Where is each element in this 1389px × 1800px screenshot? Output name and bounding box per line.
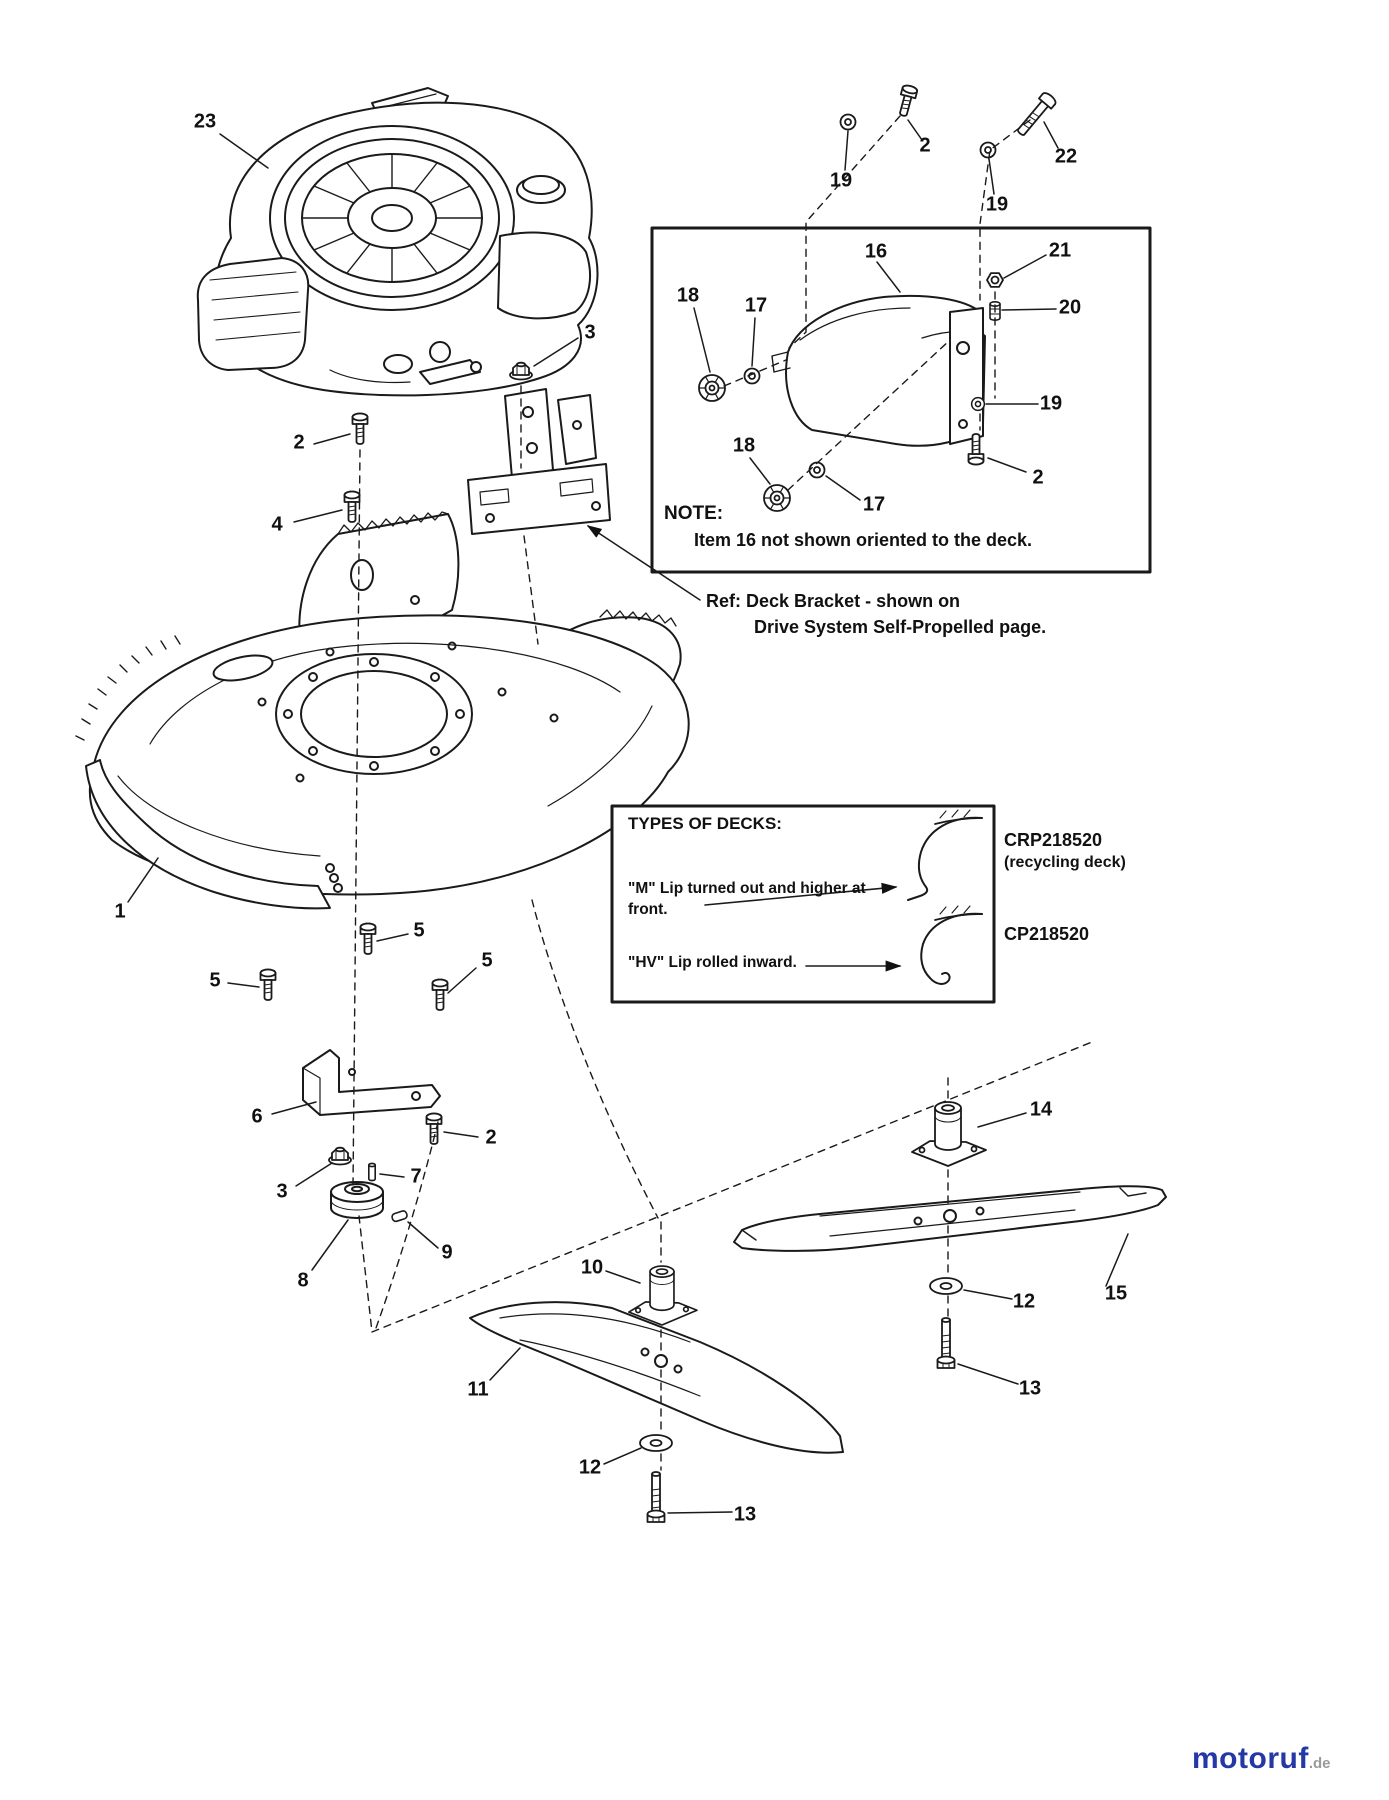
callout-2-15: 2 <box>293 431 305 454</box>
watermark-tld: .de <box>1308 1755 1331 1772</box>
callout-20-9: 20 <box>1058 296 1082 319</box>
callout-18-7: 18 <box>676 284 700 307</box>
callout-5-18: 5 <box>413 919 425 942</box>
note-title: NOTE: <box>664 503 724 524</box>
m-lip-text: "M" Lip turned out and higher at front. <box>628 880 866 918</box>
deck-code-cp218520: CP218520 <box>1004 924 1090 944</box>
callout-16-5: 16 <box>864 240 888 263</box>
washer-12b <box>639 1434 673 1452</box>
construction-lines <box>352 115 1093 1471</box>
types-of-decks-box <box>610 804 996 1004</box>
ref-deck-bracket-text: Ref: Deck Bracket - shown on Drive Syste… <box>706 588 1046 640</box>
bolt-13b <box>646 1471 666 1523</box>
ref-line2: Drive System Self-Propelled page. <box>754 617 1047 637</box>
blade-adapter-14 <box>911 1101 987 1167</box>
ref-line1: Ref: Deck Bracket - shown on <box>706 591 961 611</box>
callout-12-30: 12 <box>1012 1290 1036 1313</box>
callout-3-14: 3 <box>584 321 596 344</box>
callout-5-19: 5 <box>481 949 493 972</box>
deck-bracket-illustration <box>467 388 611 535</box>
callout-2-1: 2 <box>919 134 931 157</box>
callout-9-26: 9 <box>441 1241 453 1264</box>
callout-6-21: 6 <box>251 1105 263 1128</box>
callout-19-10: 19 <box>1039 392 1063 415</box>
callout-21-6: 21 <box>1048 239 1072 262</box>
types-of-decks-title: TYPES OF DECKS: <box>628 814 782 833</box>
callout-1-17: 1 <box>114 900 126 923</box>
callout-14-28: 14 <box>1029 1098 1053 1121</box>
callout-4-16: 4 <box>271 513 283 536</box>
pulley-8 <box>330 1181 384 1219</box>
guard-6 <box>302 1049 441 1116</box>
blade-15 <box>733 1185 1167 1252</box>
callout-19-4: 19 <box>985 193 1009 216</box>
callout-22-3: 22 <box>1054 145 1078 168</box>
note-body: Item 16 not shown oriented to the deck. <box>694 530 1033 550</box>
watermark-brand: motoruf <box>1192 1742 1309 1775</box>
note-text: NOTE: Item 16 not shown oriented to the … <box>664 500 1032 554</box>
callout-5-20: 5 <box>209 969 221 992</box>
washer-12a <box>929 1277 963 1295</box>
callout-13-31: 13 <box>1018 1377 1042 1400</box>
callout-19-2: 19 <box>829 169 853 192</box>
callout-10-27: 10 <box>580 1256 604 1279</box>
callout-23-0: 23 <box>193 110 217 133</box>
watermark: motoruf.de <box>1192 1742 1331 1776</box>
callout-7-24: 7 <box>410 1165 422 1188</box>
bolt-13a <box>936 1317 956 1369</box>
callout-18-11: 18 <box>732 434 756 457</box>
deck-illustration <box>75 511 690 910</box>
callout-17-8: 17 <box>744 294 768 317</box>
blade-11 <box>469 1301 844 1454</box>
fasteners <box>259 83 1057 1223</box>
hv-lip-text: "HV" Lip rolled inward. <box>628 954 797 971</box>
engine-illustration <box>196 87 599 397</box>
callout-15-29: 15 <box>1104 1282 1128 1305</box>
leader-lines <box>127 119 1129 1514</box>
callout-17-12: 17 <box>862 493 886 516</box>
callout-2-22: 2 <box>485 1126 497 1149</box>
callout-2-13: 2 <box>1032 466 1044 489</box>
callout-3-23: 3 <box>276 1180 288 1203</box>
deck-code-crp218520-sub: (recycling deck) <box>1004 854 1126 871</box>
callout-13-34: 13 <box>733 1503 757 1526</box>
callout-8-25: 8 <box>297 1269 309 1292</box>
blade-adapter-10 <box>627 1265 698 1326</box>
deck-code-crp218520: CRP218520 <box>1004 830 1103 850</box>
note-inset-box <box>650 226 1152 574</box>
callout-12-33: 12 <box>578 1456 602 1479</box>
callout-11-32: 11 <box>467 1378 489 1401</box>
